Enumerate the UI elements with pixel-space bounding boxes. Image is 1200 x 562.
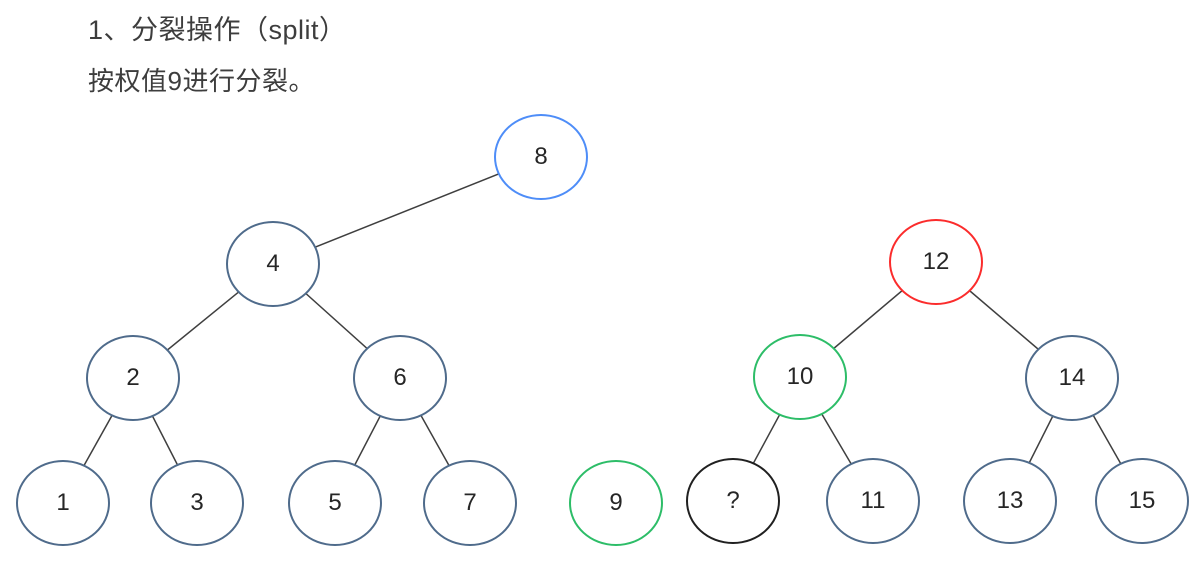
tree-node-9: 9 [569, 460, 663, 546]
tree-node-2: 2 [86, 335, 180, 421]
tree-node-10: 10 [753, 334, 847, 420]
tree-node-label: 5 [328, 489, 342, 516]
tree-node-label: 15 [1128, 487, 1156, 514]
tree-node-15: 15 [1095, 458, 1189, 544]
tree-node-label: 11 [860, 487, 886, 514]
tree-node-label: 2 [126, 364, 140, 391]
tree-node-14: 14 [1025, 335, 1119, 421]
tree-node-q: ? [686, 458, 780, 544]
tree-node-1: 1 [16, 460, 110, 546]
tree-node-label: 4 [266, 250, 280, 277]
tree-node-13: 13 [963, 458, 1057, 544]
tree-node-6: 6 [353, 335, 447, 421]
tree-node-label: 10 [786, 363, 814, 390]
split-rule-text: 按权值9进行分裂。 [88, 66, 315, 96]
tree-node-label: 13 [996, 487, 1024, 514]
tree-node-8: 8 [494, 114, 588, 200]
section-title: 1、分裂操作（split） [88, 15, 347, 45]
tree-node-4: 4 [226, 221, 320, 307]
tree-node-11: 11 [826, 458, 920, 544]
tree-node-7: 7 [423, 460, 517, 546]
tree-node-3: 3 [150, 460, 244, 546]
tree-node-12: 12 [889, 219, 983, 305]
tree-node-label: 1 [56, 489, 70, 516]
tree-node-label: ? [726, 487, 740, 514]
tree-node-label: 12 [922, 248, 950, 275]
tree-edge-4-8 [272, 156, 542, 265]
tree-node-label: 14 [1058, 364, 1086, 391]
tree-node-label: 9 [609, 489, 623, 516]
tree-node-label: 8 [534, 143, 548, 170]
tree-node-label: 6 [393, 364, 407, 391]
tree-node-label: 7 [463, 489, 477, 516]
tree-node-label: 3 [190, 489, 204, 516]
tree-node-5: 5 [288, 460, 382, 546]
